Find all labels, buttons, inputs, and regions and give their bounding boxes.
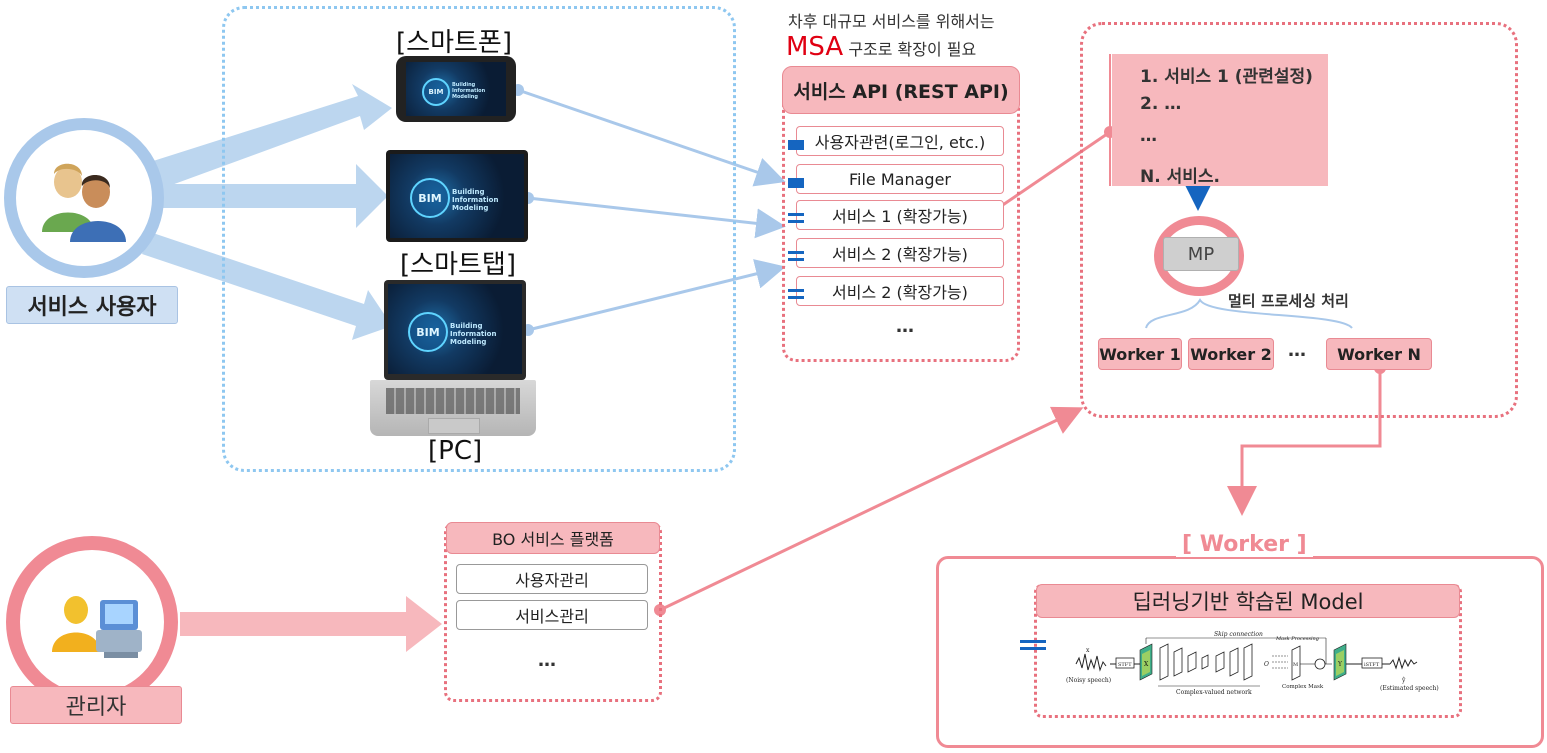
- worker-ellipsis: …: [1288, 340, 1308, 361]
- worker-1[interactable]: Worker 1: [1098, 338, 1182, 370]
- api-note-line2: MSA 구조로 확장이 필요: [786, 32, 976, 62]
- stft-label: STFT: [1118, 662, 1132, 668]
- service-user-circle: [4, 118, 164, 278]
- admin-label: 관리자: [10, 686, 182, 724]
- port-icon: [788, 251, 804, 261]
- smartphone-device: BIM Building Information Modeling: [396, 56, 516, 122]
- laptop-touchpad: [428, 418, 480, 434]
- pc-device: BIM Building Information Modeling: [370, 280, 536, 438]
- api-ellipsis: …: [896, 316, 916, 337]
- spec-x-label: X: [1144, 661, 1149, 668]
- model-architecture-figure: x (Noisy speech) STFT X Skip connection …: [1066, 631, 1439, 696]
- smartphone-screen: BIM Building Information Modeling: [406, 62, 506, 116]
- port-icon: [1020, 640, 1046, 650]
- api-header: 서비스 API (REST API): [782, 66, 1020, 114]
- worker-panel: [936, 556, 1544, 748]
- istft-block: [1361, 657, 1383, 669]
- bim-caption: Building Information Modeling: [452, 188, 499, 212]
- laptop-keyboard: [386, 388, 520, 414]
- bo-item-user-mgmt[interactable]: 사용자관리: [456, 564, 648, 594]
- bim-logo: BIM: [422, 78, 450, 106]
- smarttab-screen: BIM Building Information Modeling: [390, 154, 524, 238]
- network-caption: Complex-valued network: [1176, 689, 1252, 696]
- worker-brace: [1145, 297, 1353, 329]
- mask-block: [1291, 645, 1301, 681]
- input-caption: (Noisy speech): [1066, 677, 1111, 684]
- api-note-line1: 차후 대규모 서비스를 위해서는: [788, 12, 995, 31]
- mp-button[interactable]: MP: [1163, 237, 1239, 271]
- mp-panel: [1080, 22, 1518, 418]
- bo-item-service-mgmt[interactable]: 서비스관리: [456, 600, 648, 630]
- admin-circle: [6, 536, 178, 708]
- mask-proc-label: Mask Processing: [1275, 636, 1319, 642]
- user-to-smarttab-arrow: [160, 164, 388, 228]
- msa-text: MSA: [786, 32, 844, 62]
- istft-label: iSTFT: [1364, 662, 1380, 668]
- service-list: 1. 서비스 1 (관련설정) 2. … … N. 서비스.: [1112, 54, 1328, 187]
- noisy-waveform: [1075, 653, 1107, 672]
- input-symbol: x: [1086, 647, 1090, 654]
- admin-to-bo-arrow: [180, 596, 442, 652]
- api-item-service1[interactable]: 서비스 1 (확장가능): [796, 200, 1004, 230]
- service-list-item: 1. 서비스 1 (관련설정): [1140, 67, 1313, 87]
- smartphone-label: [스마트폰]: [396, 28, 512, 58]
- port-icon: [788, 178, 804, 188]
- service-list-item: …: [1140, 126, 1157, 146]
- laptop-lid: BIM Building Information Modeling: [384, 280, 526, 380]
- service-list-item: N. 서비스.: [1140, 167, 1220, 187]
- worker-panel-title: [ Worker ]: [1176, 532, 1313, 557]
- pc-screen: BIM Building Information Modeling: [388, 284, 522, 374]
- spec-y-label: Y: [1337, 661, 1343, 668]
- laptop-base: [370, 380, 536, 436]
- bim-caption: Building Information Modeling: [450, 322, 497, 346]
- bo-header: BO 서비스 플랫폼: [446, 522, 660, 554]
- api-item-user[interactable]: 사용자관련(로그인, etc.): [796, 126, 1004, 156]
- admin-computer-icon: [52, 596, 142, 658]
- device-group: [222, 6, 736, 472]
- mask-caption: Complex Mask: [1282, 684, 1324, 690]
- network-layers: [1159, 643, 1253, 681]
- port-icon: [788, 213, 804, 223]
- pc-label: [PC]: [428, 436, 483, 466]
- mp-caption: 멀티 프로세싱 처리: [1228, 292, 1349, 310]
- worker-n[interactable]: Worker N: [1326, 338, 1432, 370]
- api-item-file-manager[interactable]: File Manager: [796, 164, 1004, 194]
- output-symbol: ŷ: [1401, 677, 1406, 684]
- bim-logo: BIM: [410, 178, 450, 218]
- port-icon: [788, 289, 804, 299]
- api-item-service2[interactable]: 서비스 2 (확장가능): [796, 238, 1004, 268]
- mask-m-label: M: [1293, 662, 1298, 668]
- bo-ellipsis: …: [538, 650, 558, 671]
- output-caption: (Estimated speech): [1380, 685, 1439, 692]
- smarttab-device: BIM Building Information Modeling: [386, 150, 528, 242]
- model-header: 딥러닝기반 학습된 Model: [1036, 584, 1460, 618]
- multiply-node: [1314, 658, 1326, 670]
- worker-2[interactable]: Worker 2: [1188, 338, 1274, 370]
- estimated-waveform: [1389, 656, 1418, 670]
- service-list-item: 2. …: [1140, 94, 1182, 114]
- user-to-pc-arrow: [142, 232, 392, 340]
- user-to-smartphone-arrow: [150, 84, 392, 190]
- stft-block: [1115, 657, 1135, 669]
- service-user-label: 서비스 사용자: [6, 286, 178, 324]
- smarttab-label: [스마트탭]: [400, 250, 516, 280]
- skip-label: Skip connection: [1214, 631, 1263, 638]
- bim-logo: BIM: [408, 312, 448, 352]
- msa-note: 구조로 확장이 필요: [848, 40, 977, 59]
- api-item-service2b[interactable]: 서비스 2 (확장가능): [796, 276, 1004, 306]
- port-icon: [788, 140, 804, 150]
- users-icon: [42, 163, 126, 242]
- bim-caption: Building Information Modeling: [452, 82, 486, 100]
- o-label: O: [1264, 661, 1269, 668]
